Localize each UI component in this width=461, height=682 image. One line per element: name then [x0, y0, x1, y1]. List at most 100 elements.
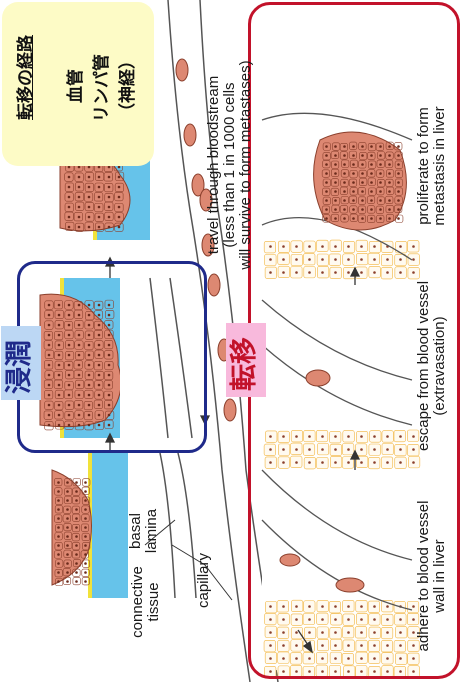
cell-nucleus: [98, 216, 101, 219]
cell-nucleus: [78, 216, 81, 219]
cell-nucleus: [84, 490, 87, 493]
cell-nucleus: [88, 166, 91, 169]
circulating-cell: [176, 59, 188, 81]
cell-nucleus: [78, 206, 81, 209]
cell-nucleus: [84, 553, 87, 556]
cell-nucleus: [57, 580, 60, 583]
cell-nucleus: [66, 580, 69, 583]
cell-nucleus: [57, 481, 60, 484]
cell-nucleus: [75, 508, 78, 511]
cell-nucleus: [118, 216, 121, 219]
cell-nucleus: [78, 226, 81, 229]
cell-nucleus: [78, 196, 81, 199]
cell-nucleus: [57, 535, 60, 538]
cell-nucleus: [118, 166, 121, 169]
cell-nucleus: [108, 186, 111, 189]
capillary-edge: [160, 453, 175, 598]
metastasis-route-note: 転移の経路 血管 リンパ管 （神経）: [2, 2, 154, 166]
cell-nucleus: [66, 562, 69, 565]
cell-nucleus: [75, 553, 78, 556]
cell-nucleus: [84, 481, 87, 484]
cell-nucleus: [68, 226, 71, 229]
cell-nucleus: [57, 508, 60, 511]
cell-nucleus: [75, 535, 78, 538]
circulating-cell: [224, 399, 236, 421]
capillary-edge: [178, 453, 196, 598]
metastasis-label: 転移: [231, 337, 258, 391]
cell-nucleus: [66, 499, 69, 502]
note-route-blood: 血管: [68, 69, 85, 103]
cell-nucleus: [84, 535, 87, 538]
cell-nucleus: [68, 176, 71, 179]
adhere-label: adhere to blood vessel wall in liver: [416, 476, 448, 676]
note-route-nerve: （神経）: [120, 52, 137, 120]
cell-nucleus: [118, 176, 121, 179]
cell-nucleus: [57, 553, 60, 556]
cell-nucleus: [57, 544, 60, 547]
cell-nucleus: [98, 196, 101, 199]
cell-nucleus: [78, 166, 81, 169]
cell-nucleus: [84, 544, 87, 547]
cell-nucleus: [57, 571, 60, 574]
circulating-cell: [184, 124, 196, 146]
cell-nucleus: [66, 571, 69, 574]
travel-bloodstream-label: travel through bloodstream (less than 1 …: [206, 0, 253, 330]
cell-nucleus: [57, 562, 60, 565]
cell-nucleus: [75, 481, 78, 484]
cell-nucleus: [98, 206, 101, 209]
cell-nucleus: [84, 562, 87, 565]
cell-nucleus: [84, 517, 87, 520]
cell-nucleus: [88, 176, 91, 179]
cell-nucleus: [118, 196, 121, 199]
cell-nucleus: [68, 196, 71, 199]
cell-nucleus: [75, 499, 78, 502]
cell-nucleus: [75, 526, 78, 529]
stage-primary-tumor: [48, 453, 128, 598]
cell-nucleus: [84, 571, 87, 574]
capillary-label: capillary: [196, 553, 211, 608]
cell-nucleus: [108, 226, 111, 229]
cell-nucleus: [118, 206, 121, 209]
cell-nucleus: [118, 186, 121, 189]
note-title: 転移の経路: [18, 35, 35, 120]
cell-nucleus: [57, 526, 60, 529]
cell-nucleus: [66, 490, 69, 493]
cell-nucleus: [75, 571, 78, 574]
cell-nucleus: [98, 186, 101, 189]
basal-lamina-label: basal lamina: [128, 497, 160, 565]
infiltration-label-box: 浸潤: [1, 326, 41, 400]
cell-nucleus: [75, 544, 78, 547]
cell-nucleus: [84, 526, 87, 529]
cell-nucleus: [75, 562, 78, 565]
cell-nucleus: [78, 176, 81, 179]
connective-tissue-label: connective tissue: [130, 552, 162, 652]
cell-nucleus: [66, 544, 69, 547]
cell-nucleus: [118, 226, 121, 229]
cell-nucleus: [68, 166, 71, 169]
cell-nucleus: [88, 216, 91, 219]
infiltration-label: 浸潤: [6, 340, 33, 394]
cell-nucleus: [68, 206, 71, 209]
cell-nucleus: [66, 508, 69, 511]
cell-nucleus: [57, 499, 60, 502]
proliferate-label: proliferate to form metastasis in liver: [416, 66, 448, 266]
cell-nucleus: [108, 176, 111, 179]
cell-nucleus: [98, 176, 101, 179]
infiltration-frame: [17, 261, 207, 453]
cell-nucleus: [75, 580, 78, 583]
cell-nucleus: [66, 553, 69, 556]
cell-nucleus: [75, 490, 78, 493]
cell-nucleus: [98, 226, 101, 229]
cell-nucleus: [84, 580, 87, 583]
cell-nucleus: [66, 526, 69, 529]
escape-label: escape from blood vessel (extravasation): [416, 266, 448, 466]
cell-nucleus: [84, 499, 87, 502]
cell-nucleus: [108, 196, 111, 199]
cell-nucleus: [66, 535, 69, 538]
cell-nucleus: [78, 186, 81, 189]
cell-nucleus: [57, 517, 60, 520]
cell-nucleus: [88, 186, 91, 189]
cell-nucleus: [68, 216, 71, 219]
cell-nucleus: [88, 226, 91, 229]
cell-nucleus: [108, 206, 111, 209]
